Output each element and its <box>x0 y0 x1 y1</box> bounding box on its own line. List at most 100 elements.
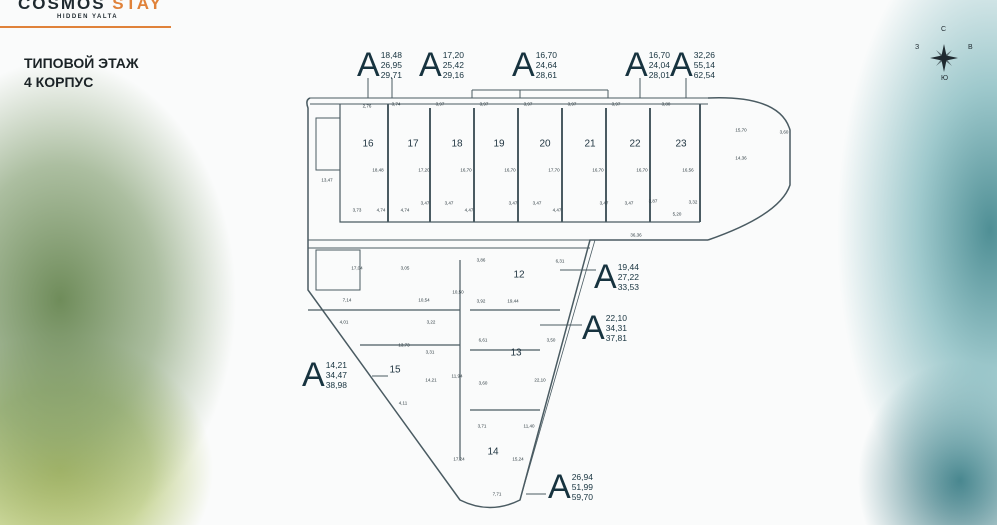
apartment-number[interactable]: 23 <box>675 138 687 150</box>
dimension-label: 13,73 <box>398 342 410 348</box>
apartment-number[interactable]: 19 <box>493 138 505 150</box>
dimension-label: 11,94 <box>451 373 463 379</box>
apartment-number[interactable]: 12 <box>513 269 525 281</box>
dimension-label: 16,70 <box>592 167 604 173</box>
dimension-label: 3,60 <box>779 129 789 135</box>
dimension-label: 3,47 <box>532 200 542 206</box>
dimension-label: 17,20 <box>418 167 430 173</box>
compass-rose: С З В Ю <box>915 26 973 82</box>
dimension-label: 36,36 <box>630 232 642 238</box>
apartment-number[interactable]: 14 <box>487 446 499 458</box>
dimension-label: 6,31 <box>555 258 565 264</box>
dimension-label: 3,80 <box>661 101 671 107</box>
dimension-label: 3,86 <box>476 257 486 263</box>
apartment-type-letter: A <box>670 46 693 84</box>
dimension-label: 22,10 <box>534 377 546 383</box>
dimension-label: 3,73 <box>352 207 362 213</box>
dimension-label: 3,97 <box>435 101 445 107</box>
dimension-label: 4,11 <box>398 400 408 406</box>
brand-logo: COSMOS STAY <box>18 0 163 13</box>
dimension-label: 3,05 <box>400 265 410 271</box>
apartment-number[interactable]: 15 <box>389 364 401 376</box>
dimension-label: 4,47 <box>464 207 474 213</box>
dimension-label: 3,47 <box>508 200 518 206</box>
apartment-type-letter: A <box>582 309 605 347</box>
dimension-label: 6,61 <box>478 337 488 343</box>
apartment-number[interactable]: 20 <box>539 138 551 150</box>
apartment-number[interactable]: 17 <box>407 138 419 150</box>
dimension-label: 16,56 <box>682 167 694 173</box>
compass-east: В <box>968 44 973 51</box>
dimension-label: 14,36 <box>735 155 747 161</box>
apartment-type-letter: A <box>548 468 571 506</box>
dimension-label: 3,50 <box>546 337 556 343</box>
dimension-label: 7,71 <box>492 491 502 497</box>
apartment-type-letter: A <box>512 46 535 84</box>
dimension-label: 16,70 <box>460 167 472 173</box>
dimension-label: 16,70 <box>504 167 516 173</box>
apartment-type-letter: A <box>302 356 325 394</box>
dimension-label: 19,44 <box>507 298 519 304</box>
apartment-type-letter: A <box>625 46 648 84</box>
apartment-number[interactable]: 22 <box>629 138 641 150</box>
dimension-label: 14,21 <box>425 377 437 383</box>
dimension-label: 3,31 <box>425 349 435 355</box>
apartment-number[interactable]: 21 <box>584 138 596 150</box>
dimension-label: 3,74 <box>391 101 401 107</box>
brand-divider <box>0 26 171 28</box>
dimension-label: 4,74 <box>376 207 386 213</box>
apartment-number[interactable]: 18 <box>451 138 463 150</box>
dimension-label: 3,47 <box>599 200 609 206</box>
dimension-label: 17,04 <box>351 265 363 271</box>
dimension-label: 5,20 <box>672 211 682 217</box>
dimension-label: 3,60 <box>478 380 488 386</box>
dimension-label: 3,97 <box>479 101 489 107</box>
apartment-type-letter: A <box>419 46 442 84</box>
apartment-type-letter: A <box>357 46 380 84</box>
dimension-label: 10,54 <box>418 297 430 303</box>
dimension-label: 18,48 <box>372 167 384 173</box>
dimension-label: 3,47 <box>444 200 454 206</box>
dimension-label: 3,71 <box>477 423 487 429</box>
compass-south: Ю <box>941 75 949 82</box>
dimension-label: 15,70 <box>735 127 747 133</box>
dimension-label: 3,87 <box>648 198 658 204</box>
dimension-label: 4,01 <box>339 319 349 325</box>
apartment-number[interactable]: 13 <box>510 347 522 359</box>
apartment-number[interactable]: 16 <box>362 138 374 150</box>
dimension-label: 3,92 <box>476 298 486 304</box>
compass-north: С <box>941 26 947 33</box>
brand-subtitle: HIDDEN YALTA <box>57 14 119 20</box>
dimension-label: 15,24 <box>512 456 524 462</box>
dimension-label: 4,47 <box>552 207 562 213</box>
dimension-label: 17,70 <box>548 167 560 173</box>
dimension-label: 3,97 <box>567 101 577 107</box>
dimension-label: 7,14 <box>342 297 352 303</box>
dimension-label: 3,97 <box>611 101 621 107</box>
dimension-label: 16,70 <box>636 167 648 173</box>
dimension-label: 3,47 <box>624 200 634 206</box>
dimension-label: 3,97 <box>523 101 533 107</box>
compass-west: З <box>915 44 920 51</box>
dimension-label: 11,40 <box>523 423 535 429</box>
apartment-type-letter: A <box>594 258 617 296</box>
compass-icon <box>930 44 958 72</box>
